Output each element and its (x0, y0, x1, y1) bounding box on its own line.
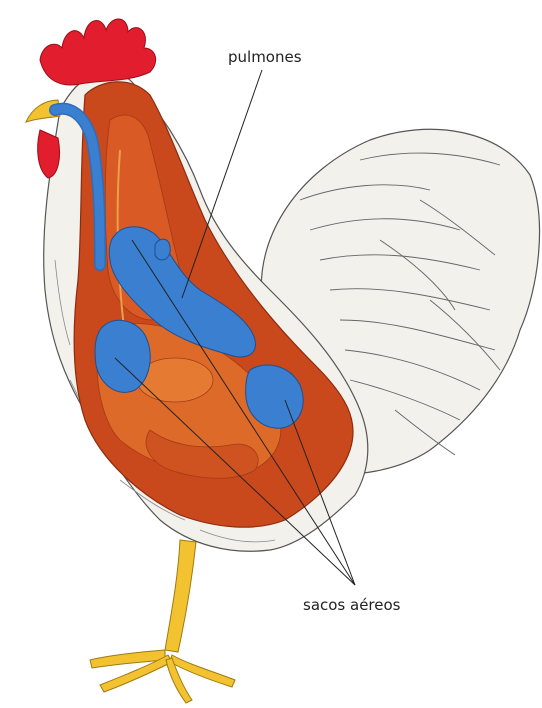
wattle (38, 130, 60, 178)
label-sacos-aereos: sacos aéreos (303, 596, 401, 614)
legs (90, 540, 235, 703)
label-pulmones: pulmones (228, 48, 302, 66)
air-sac-front (95, 320, 150, 392)
comb (40, 19, 156, 85)
